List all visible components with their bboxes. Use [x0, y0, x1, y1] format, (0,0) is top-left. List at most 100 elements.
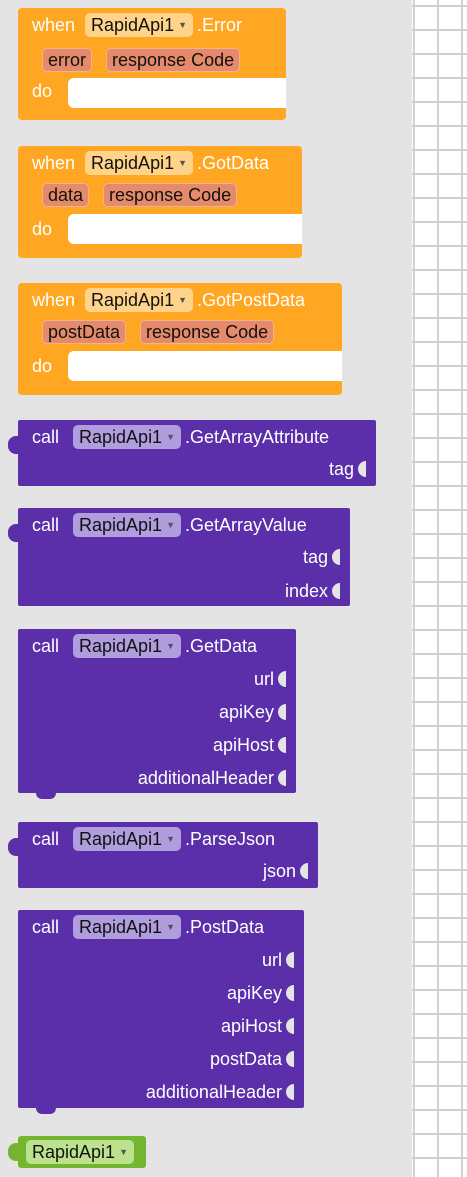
call-keyword: call [32, 427, 60, 447]
component-dropdown[interactable]: RapidApi1 ▼ [73, 513, 181, 537]
output-tab [8, 838, 20, 856]
input-socket[interactable] [286, 1084, 294, 1100]
arg-label: url [253, 669, 274, 689]
param-data[interactable]: data [42, 183, 90, 207]
input-socket[interactable] [286, 1051, 294, 1067]
arg-label: additionalHeader [137, 768, 274, 788]
method-name: .GetArrayAttribute [185, 427, 330, 447]
arg-label: tag [302, 547, 328, 567]
component-dropdown[interactable]: RapidApi1 ▼ [85, 151, 194, 175]
do-keyword: do [32, 356, 53, 376]
input-socket[interactable] [358, 461, 366, 477]
dropdown-caret-icon: ▼ [166, 432, 175, 442]
arg-additionalheader: additionalHeader [138, 767, 286, 789]
dropdown-caret-icon: ▼ [166, 520, 175, 530]
input-socket[interactable] [332, 583, 340, 599]
param-response-code[interactable]: response Code [140, 320, 275, 344]
when-keyword: when [32, 15, 76, 35]
event-block-gotdata[interactable]: when RapidApi1 ▼ .GotData data response … [18, 146, 302, 258]
do-statement-slot[interactable] [68, 351, 342, 381]
arg-url: url [262, 949, 294, 971]
method-block-postdata[interactable]: call RapidApi1 ▼ .PostData url apiKey ap… [18, 910, 304, 1114]
input-socket[interactable] [278, 737, 286, 753]
dropdown-caret-icon: ▼ [178, 158, 188, 168]
input-socket[interactable] [286, 985, 294, 1001]
arg-tag: tag [329, 458, 366, 480]
method-name: .ParseJson [185, 829, 276, 849]
component-name: RapidApi1 [32, 1142, 116, 1162]
component-name: RapidApi1 [79, 636, 163, 656]
arg-label: apiHost [220, 1016, 282, 1036]
arg-label: apiHost [212, 735, 274, 755]
component-name: RapidApi1 [79, 427, 163, 447]
call-keyword: call [32, 917, 60, 937]
call-keyword: call [32, 829, 60, 849]
output-tab [8, 524, 20, 542]
event-name: .GotData [197, 153, 270, 173]
input-socket[interactable] [278, 671, 286, 687]
method-name: .GetArrayValue [185, 515, 307, 535]
arg-label: postData [209, 1049, 282, 1069]
component-dropdown[interactable]: RapidApi1 ▼ [85, 13, 194, 37]
call-keyword: call [32, 515, 60, 535]
component-dropdown[interactable]: RapidApi1 ▼ [73, 634, 181, 658]
component-name: RapidApi1 [79, 829, 163, 849]
do-keyword: do [32, 81, 53, 101]
arg-json: json [263, 860, 308, 882]
arg-url: url [254, 668, 286, 690]
output-tab [8, 436, 20, 454]
arg-apikey: apiKey [227, 982, 294, 1004]
arg-label: apiKey [226, 983, 282, 1003]
dropdown-caret-icon: ▼ [166, 922, 175, 932]
when-keyword: when [32, 290, 76, 310]
next-connector [36, 1108, 56, 1114]
event-name: .Error [197, 15, 243, 35]
event-name: .GotPostData [197, 290, 306, 310]
method-block-getarrayvalue[interactable]: call RapidApi1 ▼ .GetArrayValue tag inde… [8, 508, 350, 606]
arg-additionalheader: additionalHeader [146, 1081, 294, 1103]
arg-apihost: apiHost [221, 1015, 294, 1037]
param-postdata[interactable]: postData [42, 320, 127, 344]
dropdown-caret-icon: ▼ [166, 834, 175, 844]
do-statement-slot[interactable] [68, 214, 302, 244]
event-block-gotpostdata[interactable]: when RapidApi1 ▼ .GotPostData postData r… [18, 283, 342, 395]
arg-label: url [261, 950, 282, 970]
input-socket[interactable] [286, 952, 294, 968]
param-response-code[interactable]: response Code [106, 48, 241, 72]
component-name: RapidApi1 [91, 290, 175, 310]
blocks-flyout[interactable]: when RapidApi1 ▼ .Error error response C… [0, 0, 412, 1177]
arg-label: index [284, 581, 328, 601]
arg-apihost: apiHost [213, 734, 286, 756]
method-name: .PostData [185, 917, 265, 937]
do-keyword: do [32, 219, 53, 239]
method-name: .GetData [185, 636, 258, 656]
dropdown-caret-icon: ▼ [119, 1147, 128, 1157]
component-dropdown[interactable]: RapidApi1 ▼ [73, 915, 181, 939]
input-socket[interactable] [300, 863, 308, 879]
param-response-code[interactable]: response Code [103, 183, 238, 207]
input-socket[interactable] [278, 770, 286, 786]
component-name: RapidApi1 [79, 515, 163, 535]
component-dropdown[interactable]: RapidApi1 ▼ [73, 425, 181, 449]
param-error[interactable]: error [42, 48, 93, 72]
arg-index: index [285, 580, 340, 602]
event-block-error[interactable]: when RapidApi1 ▼ .Error error response C… [18, 8, 286, 120]
component-dropdown[interactable]: RapidApi1 ▼ [73, 827, 181, 851]
method-block-getarrayattribute[interactable]: call RapidApi1 ▼ .GetArrayAttribute tag [8, 420, 376, 486]
component-name: RapidApi1 [79, 917, 163, 937]
arg-tag: tag [303, 546, 340, 568]
component-dropdown[interactable]: RapidApi1 ▼ [26, 1140, 134, 1164]
method-block-parsejson[interactable]: call RapidApi1 ▼ .ParseJson json [8, 822, 318, 888]
arg-label: json [262, 861, 296, 881]
do-statement-slot[interactable] [68, 78, 286, 108]
output-tab [8, 1143, 20, 1161]
component-name: RapidApi1 [91, 153, 175, 173]
input-socket[interactable] [286, 1018, 294, 1034]
component-dropdown[interactable]: RapidApi1 ▼ [85, 288, 194, 312]
method-block-getdata[interactable]: call RapidApi1 ▼ .GetData url apiKey api… [18, 629, 296, 799]
dropdown-caret-icon: ▼ [178, 295, 188, 305]
input-socket[interactable] [332, 549, 340, 565]
component-getter-block[interactable]: RapidApi1 ▼ [8, 1136, 146, 1168]
input-socket[interactable] [278, 704, 286, 720]
call-keyword: call [32, 636, 60, 656]
